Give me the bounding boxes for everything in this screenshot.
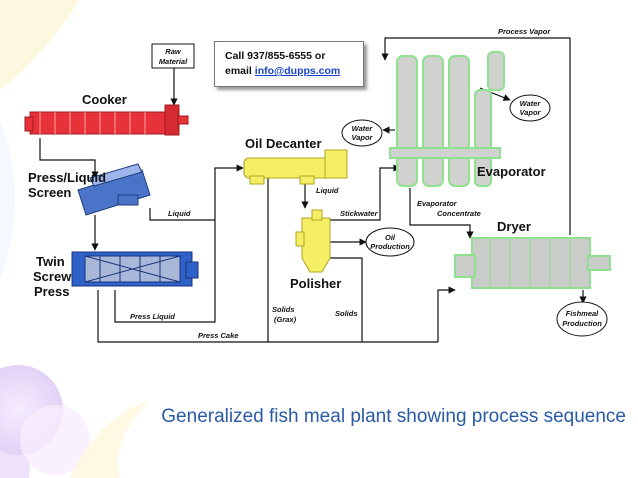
press-liquid-screen-label-2: Screen [28, 185, 71, 200]
evaporator-concentrate-label-1: Evaporator [417, 199, 458, 208]
raw-material-label-2: Material [159, 57, 188, 66]
polisher-label: Polisher [290, 276, 341, 291]
water-vapor-right-label-1: Water [520, 99, 542, 108]
fishmeal-production-label-1: Fishmeal [566, 309, 599, 318]
solids-grax-label-2: (Grax) [274, 315, 297, 324]
oil-decanter-equipment [243, 149, 348, 185]
twin-screw-press-equipment [71, 251, 199, 287]
oil-production-label-1: Oil [385, 233, 396, 242]
dryer-label: Dryer [497, 219, 531, 234]
process-vapor-label: Process Vapor [498, 27, 551, 36]
press-liquid-screen-label-1: Press/Liquid [28, 170, 106, 185]
liquid-decanter-label: Liquid [316, 186, 339, 195]
twin-screw-press-label-1: Twin [36, 254, 65, 269]
oil-production-label-2: Production [370, 242, 410, 251]
water-vapor-left-label-2: Vapor [352, 133, 374, 142]
solids-grax-label-1: Solids [272, 305, 295, 314]
contact-email-prefix: email [225, 65, 255, 77]
slide-caption: Generalized fish meal plant showing proc… [161, 406, 626, 427]
contact-info-box: Call 937/855-6555 or email info@dupps.co… [214, 41, 364, 87]
fishmeal-production-bubble: Fishmeal Production [556, 301, 608, 337]
polisher-equipment [295, 209, 331, 273]
evaporator-equipment [389, 51, 505, 187]
evaporator-concentrate-label-2: Concentrate [437, 209, 481, 218]
water-vapor-right-bubble: Water Vapor [509, 94, 551, 122]
fishmeal-production-label-2: Production [562, 319, 602, 328]
water-vapor-left-bubble: Water Vapor [341, 119, 383, 147]
stickwater-label: Stickwater [340, 209, 379, 218]
cooker-label: Cooker [82, 92, 127, 107]
press-cake-label: Press Cake [198, 331, 238, 340]
contact-phone-line: Call 937/855-6555 or [225, 50, 326, 62]
twin-screw-press-label-3: Press [34, 284, 69, 299]
contact-email-link[interactable]: info@dupps.com [254, 65, 341, 77]
cooker-equipment [24, 104, 189, 136]
press-liquid-label: Press Liquid [130, 312, 175, 321]
water-vapor-right-label-2: Vapor [520, 108, 542, 117]
contact-email-line: email info@dupps.com [225, 64, 363, 79]
flow-lines [39, 37, 587, 343]
oil-production-bubble: Oil Production [365, 227, 415, 257]
press-liquid-screen-equipment [77, 163, 151, 216]
dryer-equipment [454, 237, 611, 289]
twin-screw-press-label-2: Screw [33, 269, 72, 284]
evaporator-label: Evaporator [477, 164, 546, 179]
raw-material-box: Raw Material [151, 43, 195, 69]
solids-label: Solids [335, 309, 358, 318]
oil-decanter-label: Oil Decanter [245, 136, 322, 151]
raw-material-label-1: Raw [165, 47, 182, 56]
water-vapor-left-label-1: Water [352, 124, 374, 133]
liquid-screen-label: Liquid [168, 209, 191, 218]
